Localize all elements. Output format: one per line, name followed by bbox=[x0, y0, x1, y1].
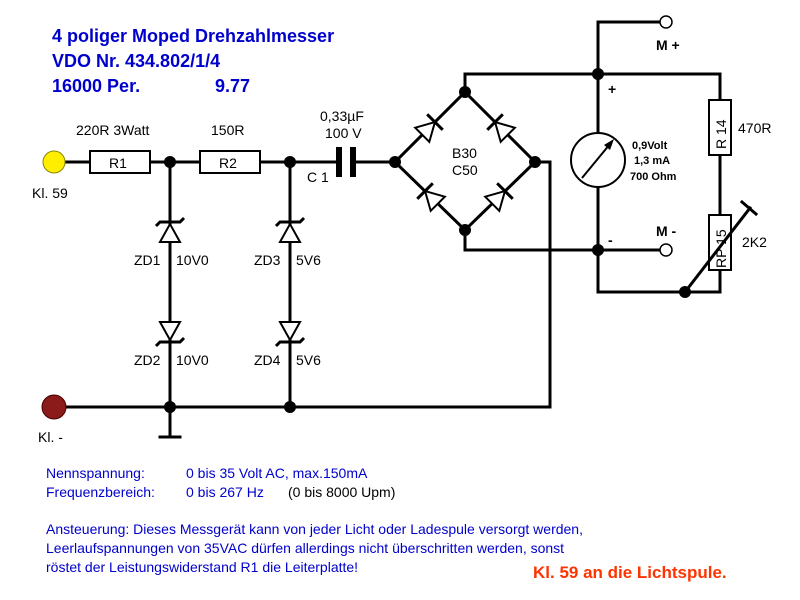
zener-zd3-label: ZD3 bbox=[254, 252, 281, 268]
junction-node bbox=[284, 156, 296, 168]
potentiometer-rp15-value: 2K2 bbox=[742, 234, 767, 250]
resistor-r2 bbox=[199, 150, 261, 174]
zener-zd4-value: 5V6 bbox=[296, 352, 321, 368]
resistor-r14-value: 470R bbox=[738, 120, 771, 136]
junction-node bbox=[529, 156, 541, 168]
junction-node bbox=[592, 244, 604, 256]
terminal-m-plus bbox=[659, 15, 673, 29]
junction-node bbox=[679, 286, 691, 298]
title-line-3a: 16000 Per. bbox=[52, 76, 140, 96]
bridge-diode-3 bbox=[416, 182, 447, 213]
junction-node bbox=[164, 156, 176, 168]
capacitor-c1-label: C 1 bbox=[307, 169, 329, 185]
info-ansteuer-2: Leerlaufspannungen von 35VAC dürfen alle… bbox=[46, 540, 564, 556]
zener-zd3-value: 5V6 bbox=[296, 252, 321, 268]
bridge-label-1: B30 bbox=[452, 145, 477, 161]
bridge-diode-2 bbox=[486, 113, 517, 144]
junction-node bbox=[284, 401, 296, 413]
capacitor-c1 bbox=[336, 147, 356, 177]
zener-zd4 bbox=[274, 321, 306, 348]
terminal-m-minus bbox=[659, 243, 673, 257]
info-ansteuer-3: röstet der Leistungswiderstand R1 die Le… bbox=[46, 559, 358, 575]
capacitor-c1-value-2: 100 V bbox=[325, 125, 362, 141]
zener-zd4-label: ZD4 bbox=[254, 352, 281, 368]
terminal-klminus-label: Kl. - bbox=[38, 429, 63, 445]
title-line-1: 4 poliger Moped Drehzahlmesser bbox=[52, 26, 334, 46]
potentiometer-rp15-label: RP 15 bbox=[713, 229, 729, 268]
resistor-r14-label: R 14 bbox=[713, 119, 729, 149]
junction-node bbox=[164, 401, 176, 413]
resistor-r1-value: 220R 3Watt bbox=[76, 122, 150, 138]
zener-zd1 bbox=[154, 216, 186, 243]
zener-zd3 bbox=[274, 216, 306, 243]
info-ansteuer-1: Ansteuerung: Dieses Messgerät kann von j… bbox=[46, 521, 583, 537]
junction-node bbox=[389, 156, 401, 168]
meter-spec-3: 700 Ohm bbox=[630, 171, 677, 183]
info-nenn-label: Nennspannung: bbox=[46, 465, 145, 481]
meter-plus-sign: + bbox=[608, 81, 616, 97]
terminal-kl59-label: Kl. 59 bbox=[32, 185, 68, 201]
zener-zd1-label: ZD1 bbox=[134, 252, 161, 268]
title-line-2: VDO Nr. 434.802/1/4 bbox=[52, 51, 220, 71]
resistor-r1-label: R1 bbox=[109, 155, 127, 171]
info-freq-rpm: (0 bis 8000 Upm) bbox=[288, 484, 395, 500]
info-freq-label: Frequenzbereich: bbox=[46, 484, 155, 500]
terminal-klminus bbox=[41, 394, 67, 420]
terminal-m-plus-label: M + bbox=[656, 37, 680, 53]
bridge-diode-4 bbox=[483, 182, 514, 213]
junction-node bbox=[459, 86, 471, 98]
info-nenn-value: 0 bis 35 Volt AC, max.150mA bbox=[186, 465, 368, 481]
potentiometer-wiper bbox=[682, 205, 753, 295]
meter-minus-sign: - bbox=[608, 232, 613, 248]
zener-zd1-value: 10V0 bbox=[176, 252, 209, 268]
zener-zd2-value: 10V0 bbox=[176, 352, 209, 368]
meter-spec-1: 0,9Volt bbox=[632, 140, 668, 152]
zener-zd2 bbox=[154, 321, 186, 348]
title-line-3b: 9.77 bbox=[215, 76, 250, 96]
info-note: Kl. 59 an die Lichtspule. bbox=[533, 563, 727, 582]
meter-spec-2: 1,3 mA bbox=[634, 155, 670, 167]
capacitor-c1-value-1: 0,33µF bbox=[320, 108, 364, 124]
bridge-diode-1 bbox=[413, 113, 444, 144]
terminal-kl59 bbox=[42, 150, 66, 174]
resistor-r14 bbox=[708, 99, 732, 156]
resistor-r1 bbox=[89, 150, 151, 174]
resistor-r2-value: 150R bbox=[211, 122, 244, 138]
terminal-m-minus-label: M - bbox=[656, 223, 677, 239]
meter-gauge bbox=[570, 132, 626, 188]
junction-node bbox=[459, 224, 471, 236]
junction-node bbox=[592, 68, 604, 80]
potentiometer-wiper-cap bbox=[739, 199, 759, 217]
info-freq-value: 0 bis 267 Hz bbox=[186, 484, 264, 500]
resistor-r2-label: R2 bbox=[219, 155, 237, 171]
zener-zd2-label: ZD2 bbox=[134, 352, 161, 368]
bridge-label-2: C50 bbox=[452, 162, 478, 178]
